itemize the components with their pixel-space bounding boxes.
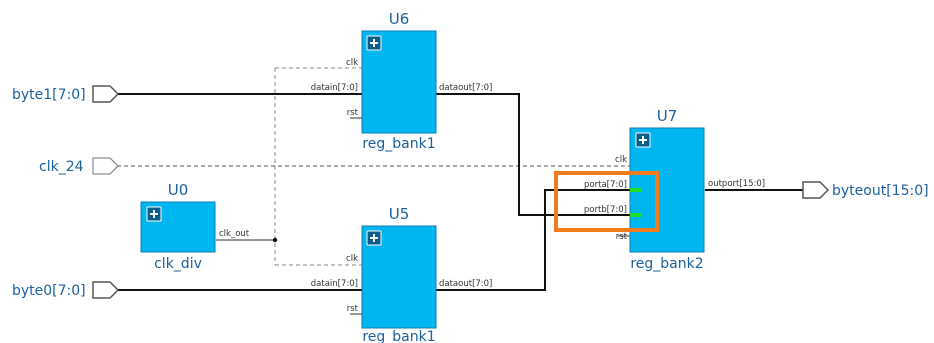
u5-pin-dataout: dataout[7:0]	[439, 279, 492, 289]
u0-type-label: clk_div	[154, 256, 202, 272]
u7-pin-porta: porta[7:0]	[584, 180, 627, 190]
porta-highlight-pin	[630, 188, 642, 192]
u6-pin-clk: clk	[346, 58, 358, 68]
u5-pin-rst: rst	[347, 304, 359, 314]
u7-expand-icon[interactable]	[635, 132, 651, 148]
u5-type-label: reg_bank1	[362, 329, 435, 343]
u6-block[interactable]	[361, 30, 437, 134]
u0-pin-clk-out: clk_out	[219, 229, 250, 239]
u6-pin-rst: rst	[347, 108, 359, 118]
u7-pin-rst: rst	[616, 232, 628, 242]
u7-type-label: reg_bank2	[630, 256, 703, 272]
port-byte1-arrow-icon	[92, 85, 120, 103]
u7-pin-portb: portb[7:0]	[584, 205, 627, 215]
u7-pin-outport: outport[15:0]	[708, 179, 765, 189]
port-byte0[interactable]: byte0[7:0]	[12, 281, 120, 299]
u5-pin-clk: clk	[346, 254, 358, 264]
instance-u7[interactable]: U7 clk porta[7:0] portb[7:0] rst outport…	[584, 107, 765, 272]
port-clk24-label: clk_24	[39, 159, 84, 175]
u6-instance-name: U6	[389, 10, 410, 28]
u5-instance-name: U5	[389, 205, 410, 223]
instance-u5[interactable]: U5 clk datain[7:0] rst dataout[7:0] reg_…	[311, 205, 493, 343]
u6-pin-datain: datain[7:0]	[311, 83, 358, 93]
instance-u6[interactable]: U6 clk datain[7:0] rst dataout[7:0] reg_…	[311, 10, 493, 152]
instance-u0[interactable]: U0 clk_out clk_div	[140, 181, 250, 272]
u6-pin-dataout: dataout[7:0]	[439, 83, 492, 93]
clk-junction	[272, 237, 278, 243]
highlight-box	[554, 171, 659, 232]
u7-pin-clk: clk	[615, 155, 627, 165]
port-byteout-label: byteout[15:0]	[832, 183, 929, 199]
port-byte1-label: byte1[7:0]	[12, 87, 86, 103]
u6-expand-icon[interactable]	[366, 35, 382, 51]
port-clk24[interactable]: clk_24	[39, 157, 119, 175]
port-byte1[interactable]: byte1[7:0]	[12, 85, 120, 103]
u6-dataout-bus	[436, 93, 630, 216]
u5-pin-datain: datain[7:0]	[311, 279, 358, 289]
portb-highlight-pin	[630, 213, 642, 217]
port-byteout[interactable]: byteout[15:0]	[802, 181, 929, 199]
u6-type-label: reg_bank1	[362, 136, 435, 152]
u5-dataout-bus	[436, 189, 630, 291]
u0-expand-icon[interactable]	[146, 206, 162, 222]
port-byte0-arrow-icon	[92, 281, 120, 299]
u0-instance-name: U0	[168, 181, 189, 199]
u7-instance-name: U7	[657, 107, 678, 125]
u5-expand-icon[interactable]	[366, 230, 382, 246]
port-byte0-label: byte0[7:0]	[12, 283, 86, 299]
port-byteout-arrow-icon	[802, 181, 830, 199]
port-clk24-arrow-icon	[92, 157, 119, 175]
